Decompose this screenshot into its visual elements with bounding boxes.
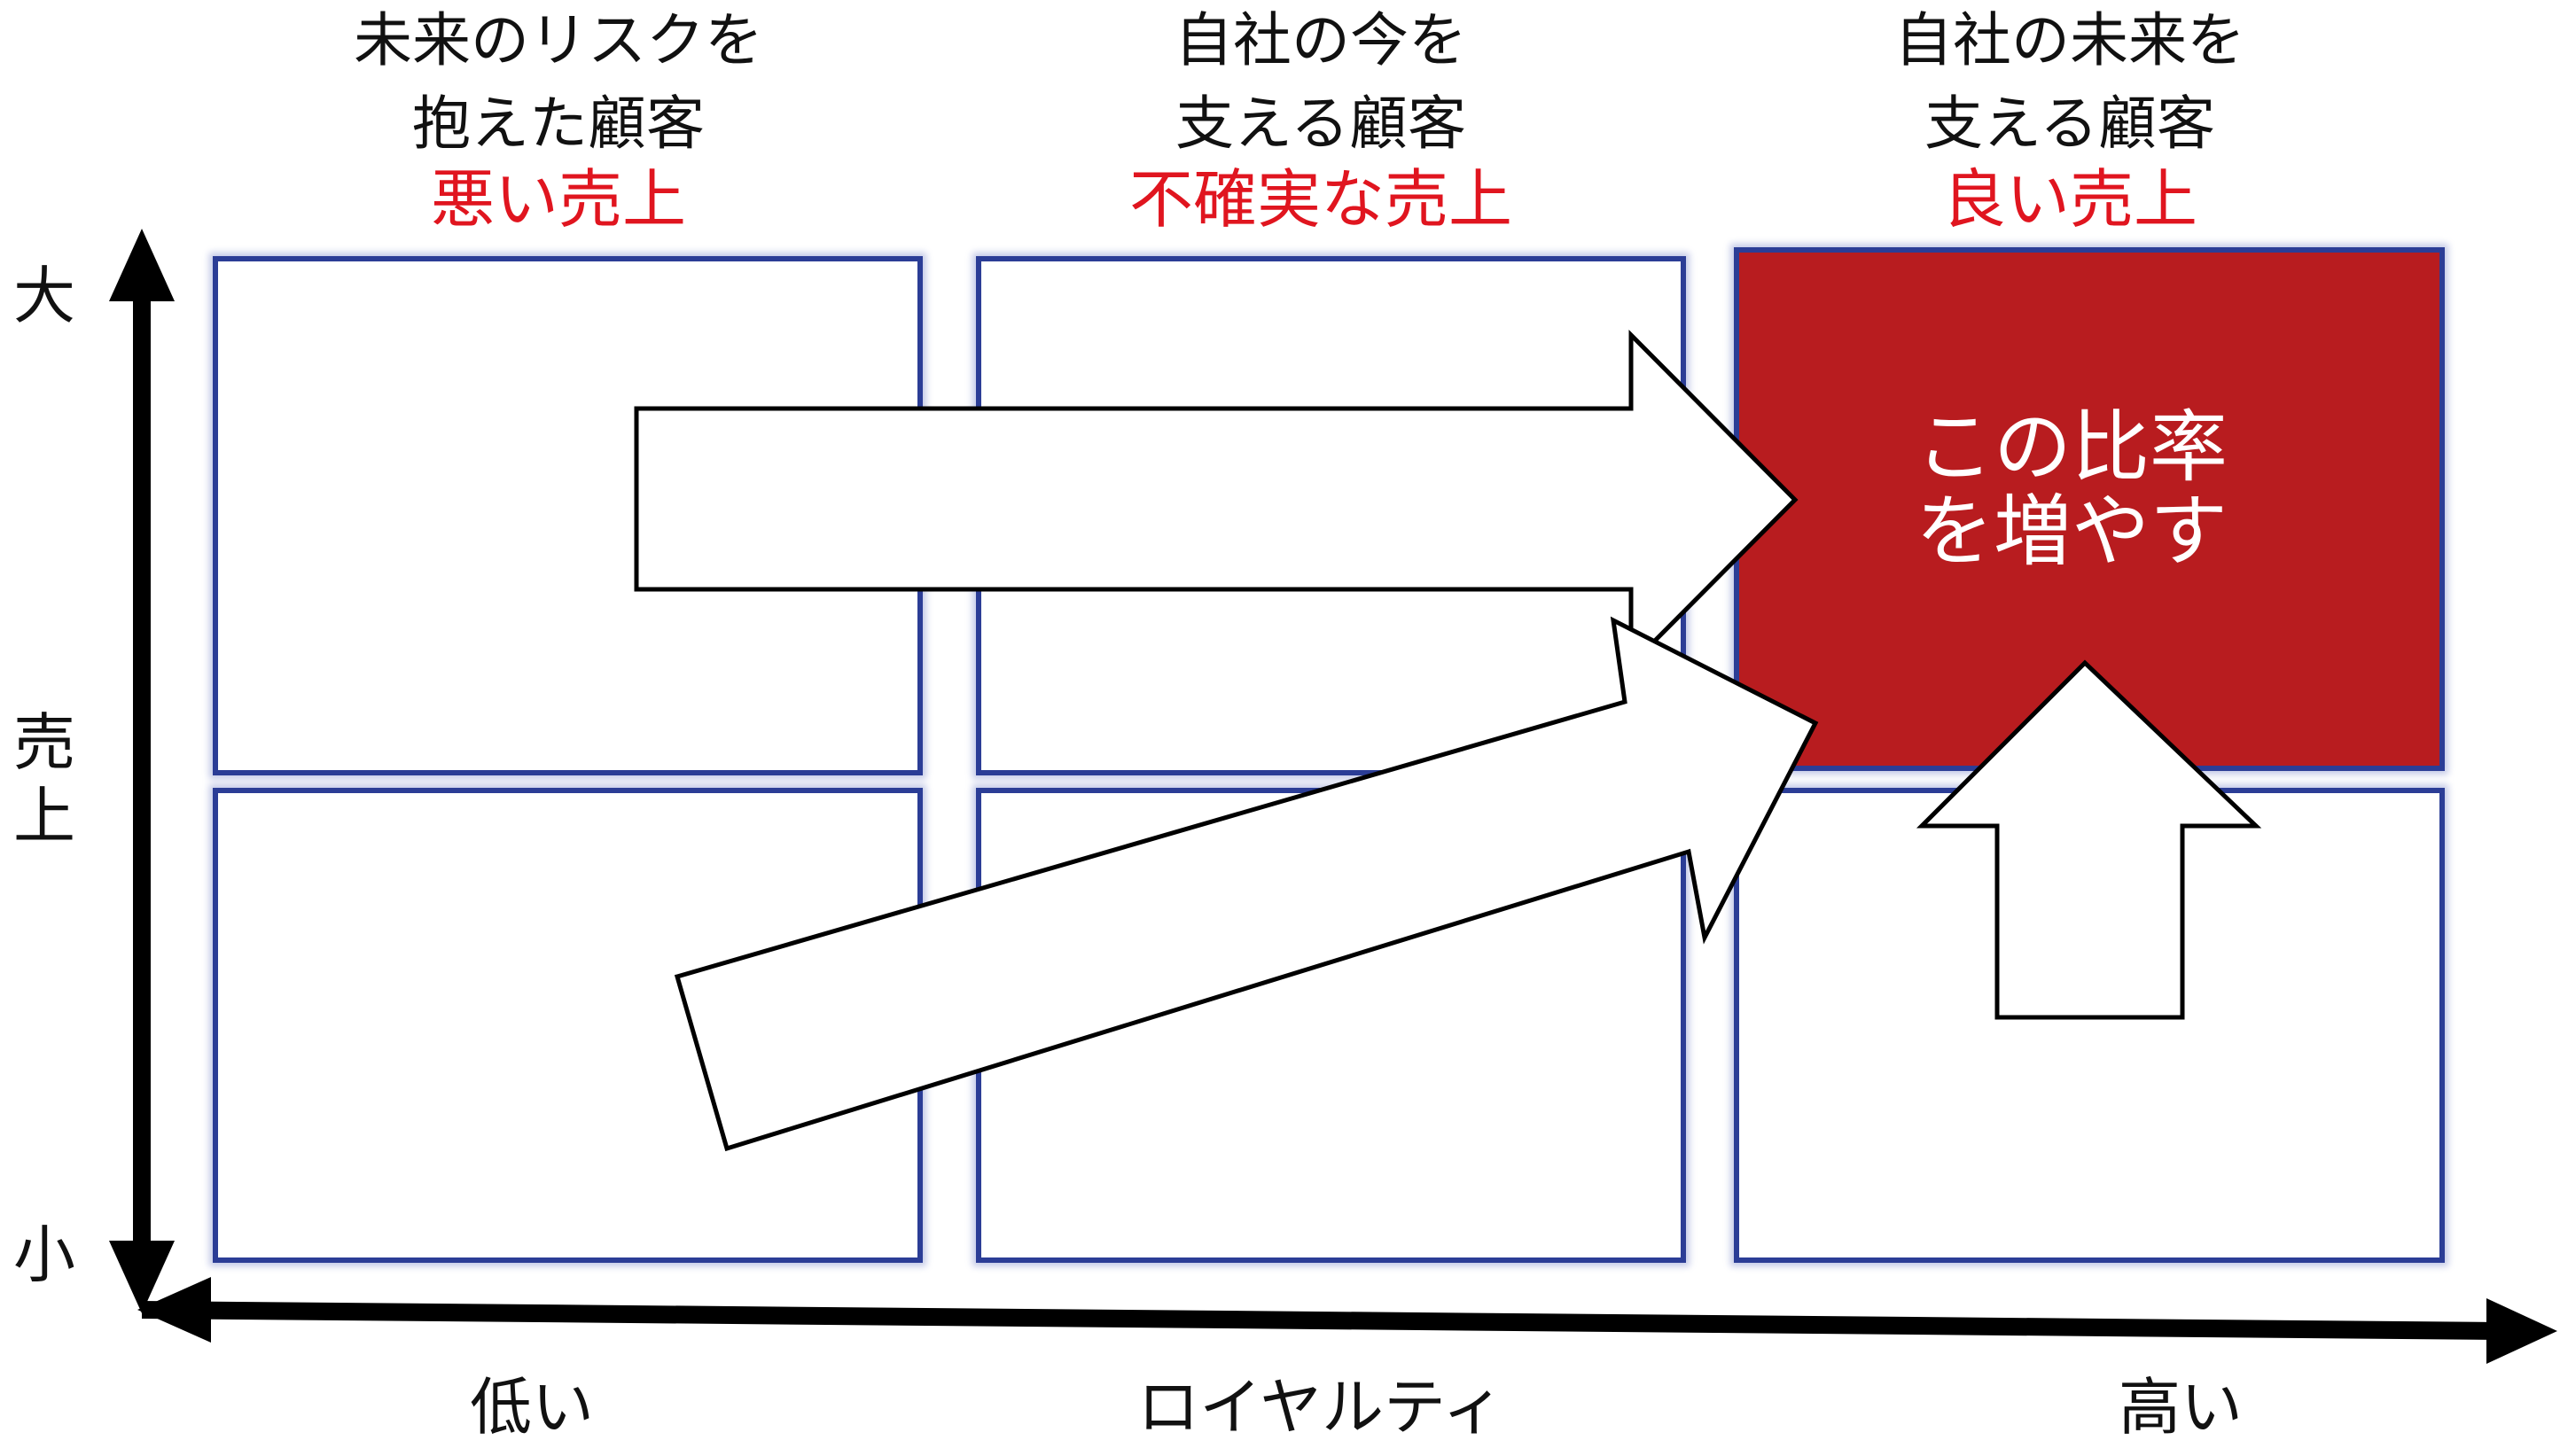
column-header-high: 自社の未来を 支える顧客 良い売上 (1894, 6, 2245, 237)
x-axis-arrowhead-right (2486, 1298, 2557, 1364)
y-axis-arrowhead-down (109, 1241, 175, 1313)
column-header-mid-line2: 支える顧客 (1175, 90, 1466, 158)
x-axis (137, 1277, 2557, 1364)
x-axis-line (142, 1301, 2500, 1340)
highlight-text-line2: を増やす (1916, 486, 2228, 577)
x-axis-label-title: ロイヤルティ (1137, 1371, 1504, 1444)
y-axis-label-low: 小 (13, 1219, 75, 1291)
column-sales-high: 良い売上 (1942, 162, 2197, 237)
column-header-high-line2: 支える顧客 (1924, 90, 2215, 158)
column-header-low-line2: 抱えた顧客 (412, 90, 705, 158)
x-axis-arrowhead-left (137, 1277, 211, 1343)
column-header-mid: 自社の今を 支える顧客 不確実な売上 (1129, 6, 1512, 237)
column-header-low: 未来のリスクを 抱えた顧客 悪い売上 (354, 6, 763, 237)
column-header-mid-line1: 自社の今を (1175, 6, 1467, 74)
x-axis-label-low: 低い (470, 1371, 594, 1444)
y-axis (109, 229, 175, 1313)
y-axis-line (133, 292, 151, 1267)
y-axis-label-char1: 売 (13, 706, 75, 779)
y-axis-arrowhead-up (109, 229, 175, 301)
column-header-high-line1: 自社の未来を (1894, 6, 2245, 74)
diagonal-arrow (674, 616, 1819, 1152)
up-arrow (1916, 659, 2262, 1020)
highlight-text-line1: この比率 (1916, 401, 2228, 493)
column-sales-mid: 不確実な売上 (1129, 162, 1512, 237)
x-axis-label-high: 高い (2119, 1371, 2243, 1444)
column-header-low-line1: 未来のリスクを (354, 6, 763, 74)
y-axis-label-high: 大 (13, 260, 75, 332)
y-axis-label-char2: 上 (13, 780, 75, 853)
horizontal-arrow (634, 329, 1799, 671)
column-sales-low: 悪い売上 (431, 162, 686, 237)
